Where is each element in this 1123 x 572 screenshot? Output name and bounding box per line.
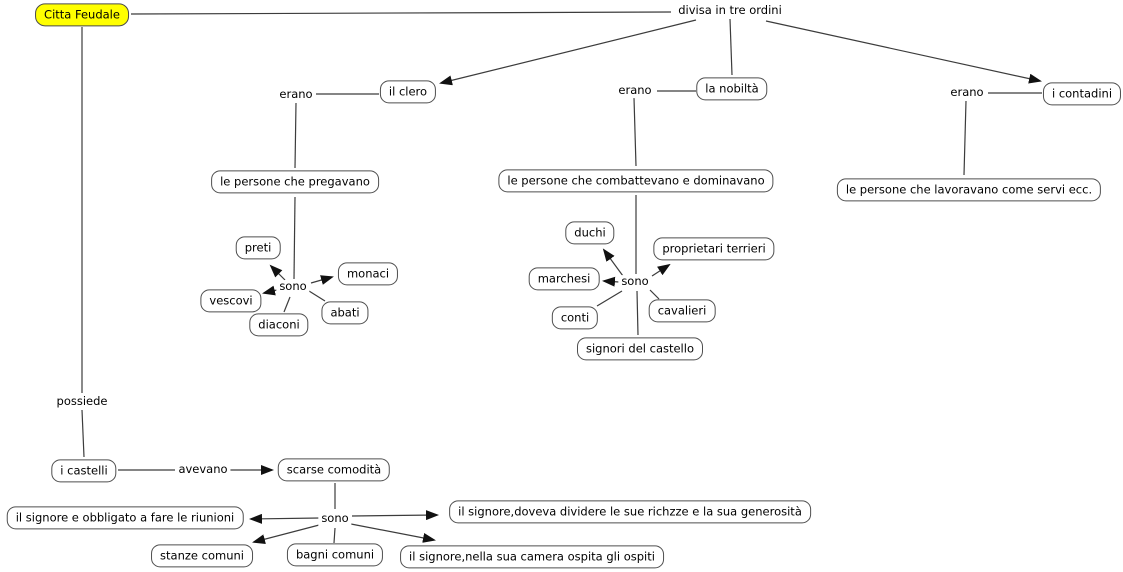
- concept-marchesi[interactable]: marchesi: [528, 267, 600, 291]
- concept-il-clero[interactable]: il clero: [379, 80, 437, 104]
- link-label-possiede[interactable]: possiede: [53, 394, 111, 409]
- link-label-erano-nobilta[interactable]: erano: [615, 83, 655, 98]
- concept-preti[interactable]: preti: [235, 236, 281, 260]
- link-label-avevano[interactable]: avevano: [175, 462, 231, 477]
- concept-stanze-comuni[interactable]: stanze comuni: [151, 544, 253, 568]
- concept-signore-ricchezze[interactable]: il signore,doveva dividere le sue richzz…: [449, 500, 811, 524]
- concept-abati[interactable]: abati: [321, 301, 369, 325]
- concept-signori-del-castello[interactable]: signori del castello: [577, 337, 703, 361]
- link-label-sono-nobilta[interactable]: sono: [618, 274, 652, 289]
- concept-duchi[interactable]: duchi: [565, 221, 615, 245]
- concept-bagni-comuni[interactable]: bagni comuni: [286, 543, 384, 567]
- concept-persone-che-combattevano[interactable]: le persone che combattevano e dominavano: [498, 169, 774, 193]
- concept-cavalieri[interactable]: cavalieri: [648, 299, 716, 323]
- concept-citta-feudale[interactable]: Citta Feudale: [35, 3, 129, 27]
- link-label-sono-castelli[interactable]: sono: [318, 511, 352, 526]
- concept-proprietari-terrieri[interactable]: proprietari terrieri: [653, 237, 775, 261]
- concept-i-castelli[interactable]: i castelli: [51, 459, 117, 483]
- link-label-divisa-in-tre-ordini[interactable]: divisa in tre ordini: [675, 3, 785, 18]
- concept-persone-che-lavoravano[interactable]: le persone che lavoravano come servi ecc…: [836, 178, 1102, 202]
- link-label-erano-contadini[interactable]: erano: [947, 85, 987, 100]
- concept-vescovi[interactable]: vescovi: [200, 289, 262, 313]
- concept-la-nobilta[interactable]: la nobiltà: [696, 77, 768, 101]
- concept-i-contadini[interactable]: i contadini: [1042, 82, 1122, 106]
- concept-persone-che-pregavano[interactable]: le persone che pregavano: [211, 170, 379, 194]
- concept-signore-camera[interactable]: il signore,nella sua camera ospita gli o…: [400, 545, 664, 569]
- concept-diaconi[interactable]: diaconi: [249, 313, 309, 337]
- concept-conti[interactable]: conti: [551, 306, 599, 330]
- link-label-erano-clero[interactable]: erano: [276, 87, 316, 102]
- link-label-sono-clero[interactable]: sono: [276, 279, 310, 294]
- concept-signore-riunioni[interactable]: il signore e obbligato a fare le riunion…: [6, 506, 244, 530]
- concept-scarse-comodita[interactable]: scarse comodità: [277, 458, 391, 482]
- concept-monaci[interactable]: monaci: [337, 262, 399, 286]
